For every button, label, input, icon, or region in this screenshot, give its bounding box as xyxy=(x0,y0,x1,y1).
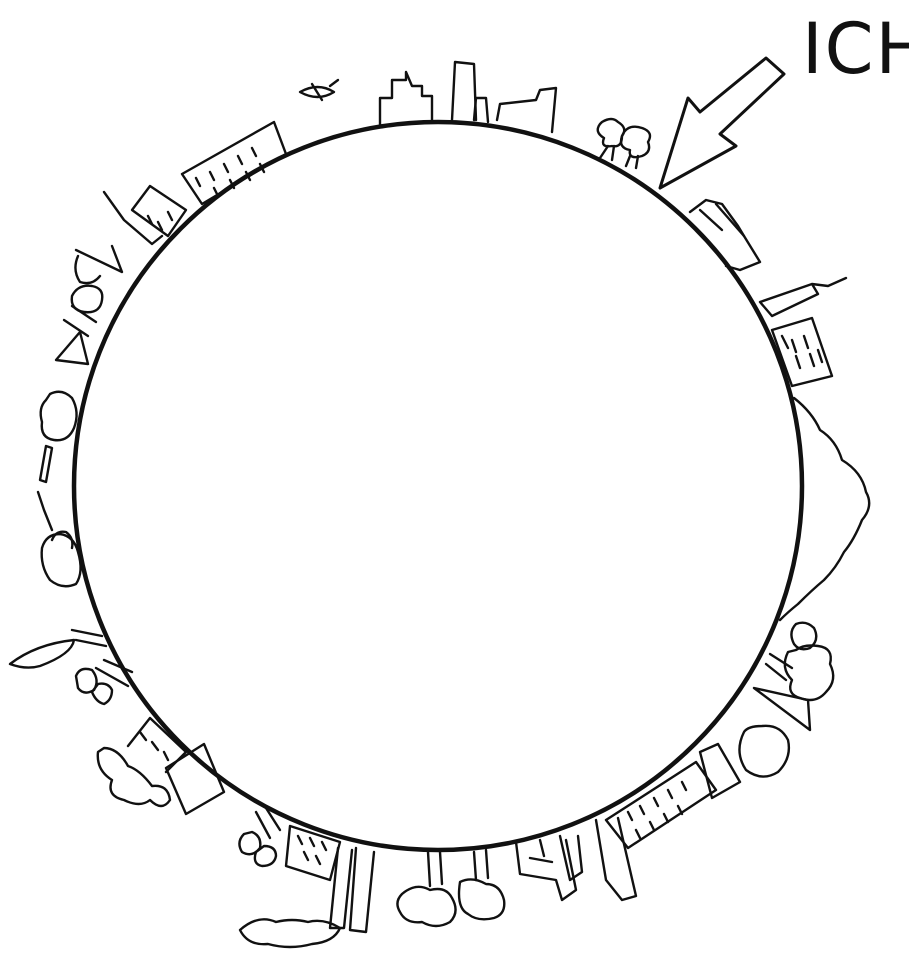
mountain-icon xyxy=(780,398,869,620)
trees-right-lower xyxy=(606,623,833,848)
airplane-icon xyxy=(300,80,338,100)
skyline-bottom xyxy=(239,808,636,947)
arrow-pointer-icon xyxy=(660,58,784,188)
cloud-icon xyxy=(98,748,170,806)
rocket-icon xyxy=(40,446,52,482)
rocket-icon xyxy=(10,640,74,668)
skyline-right xyxy=(690,200,846,386)
skyline-building-icon xyxy=(497,88,556,132)
ich-label: ICH xyxy=(802,14,909,84)
skyline-building-icon xyxy=(380,72,432,126)
skyline-building-icon xyxy=(452,62,476,120)
planet-circle xyxy=(74,122,802,850)
